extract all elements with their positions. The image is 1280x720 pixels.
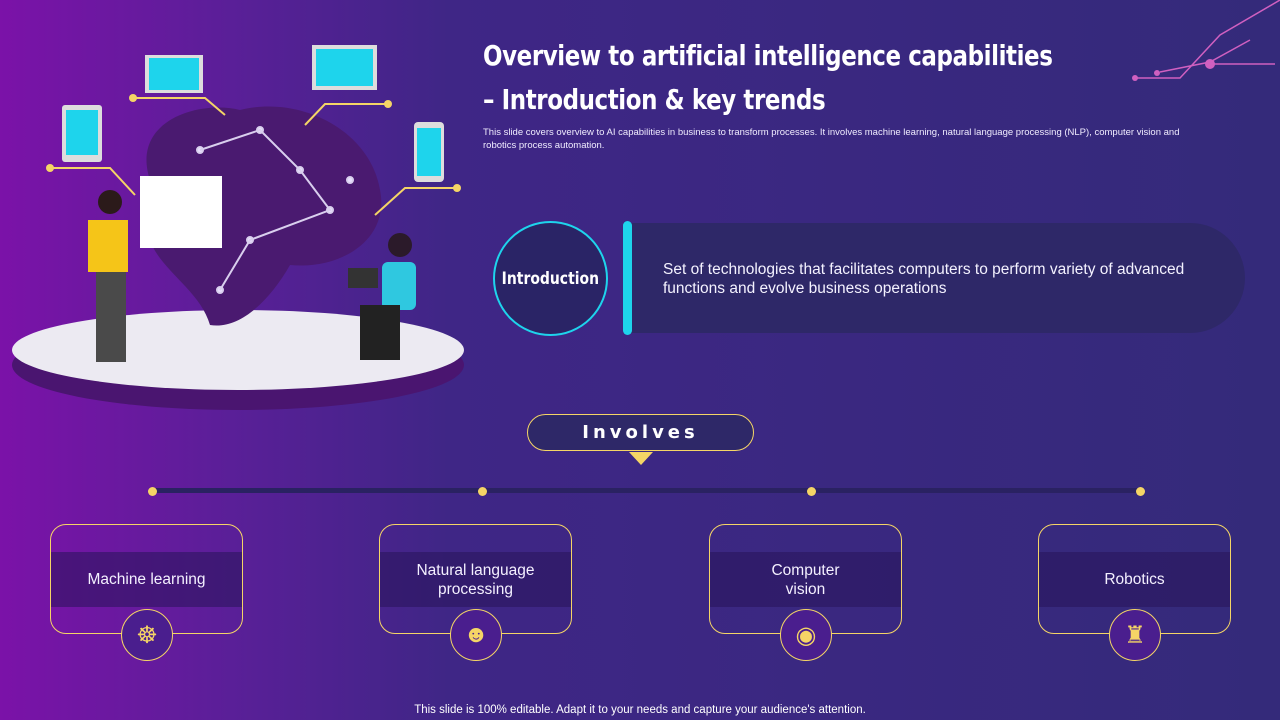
connector-dot	[478, 487, 487, 496]
circuit-decoration	[1132, 0, 1280, 81]
connector-dot	[1136, 487, 1145, 496]
connector-line	[152, 488, 1142, 493]
card-label: Computer vision	[710, 552, 901, 607]
involves-label: Involves	[527, 414, 754, 451]
connector-dot	[148, 487, 157, 496]
capability-card-machine-learning: Machine learning ☸	[50, 524, 243, 661]
introduction-panel	[630, 223, 1245, 333]
introduction-accent-bar	[623, 221, 632, 335]
connector-dot	[807, 487, 816, 496]
page-title: Overview to artificial intelligence capa…	[483, 39, 1053, 116]
introduction-text: Set of technologies that facilitates com…	[663, 261, 1185, 297]
introduction-label: Introduction	[501, 268, 600, 289]
capability-card-nlp: Natural language processing ☻	[379, 524, 572, 661]
robot-icon: ♜	[1109, 609, 1161, 661]
introduction-badge: Introduction	[493, 221, 608, 336]
laptop-eye-icon: ◉	[780, 609, 832, 661]
capability-card-robotics: Robotics ♜	[1038, 524, 1231, 661]
conversation-icon: ☻	[450, 609, 502, 661]
down-arrow-icon	[629, 452, 653, 465]
ai-head-icon: ☸	[121, 609, 173, 661]
capability-card-computer-vision: Computer vision ◉	[709, 524, 902, 661]
footer-note: This slide is 100% editable. Adapt it to…	[414, 704, 866, 716]
ai-illustration	[12, 45, 464, 410]
card-label: Machine learning	[51, 552, 242, 607]
card-label: Robotics	[1039, 552, 1230, 607]
card-label: Natural language processing	[380, 552, 571, 607]
subtitle: This slide covers overview to AI capabil…	[483, 127, 1180, 151]
